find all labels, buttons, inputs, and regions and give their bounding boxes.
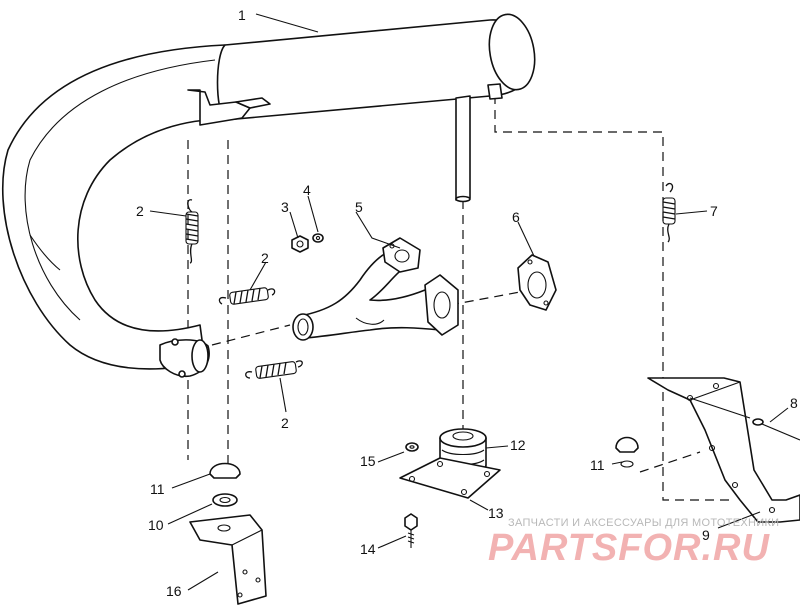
bracket-left bbox=[189, 514, 267, 605]
cable bbox=[689, 397, 800, 441]
callout-9: 9 bbox=[702, 527, 710, 543]
bracket-right bbox=[647, 377, 800, 523]
callout-labels: 1 2 2 2 3 4 5 6 7 8 9 10 11 11 12 13 14 … bbox=[136, 7, 798, 599]
washer-left bbox=[212, 493, 238, 507]
callout-10: 10 bbox=[148, 517, 164, 533]
spring-middle bbox=[218, 287, 276, 305]
watermark-caption: ЗАПЧАСТИ И АКСЕССУАРЫ ДЛЯ МОТОТЕХНИКИ bbox=[508, 517, 779, 529]
callout-11-left: 11 bbox=[150, 481, 165, 497]
callout-2-upper-left: 2 bbox=[136, 203, 144, 219]
callout-4: 4 bbox=[303, 182, 311, 198]
callout-14: 14 bbox=[360, 541, 376, 557]
watermark: ЗАПЧАСТИ И АКСЕССУАРЫ ДЛЯ МОТОТЕХНИКИ PA… bbox=[488, 517, 779, 569]
assembly-lines bbox=[187, 95, 735, 501]
callout-3: 3 bbox=[281, 199, 289, 215]
callout-1: 1 bbox=[238, 7, 246, 23]
watermark-logo: PARTSFOR.RU bbox=[488, 527, 770, 569]
grommet-left bbox=[209, 462, 241, 479]
callout-11-right: 11 bbox=[590, 457, 605, 473]
callout-2-middle: 2 bbox=[261, 250, 269, 266]
callout-6: 6 bbox=[512, 209, 520, 225]
spring-left bbox=[185, 199, 199, 264]
gasket bbox=[517, 254, 557, 311]
spring-right bbox=[662, 182, 676, 243]
washer-small bbox=[312, 233, 324, 243]
callout-8: 8 bbox=[790, 395, 798, 411]
muffler-exhaust-pipe bbox=[1, 13, 536, 378]
callout-2-lower: 2 bbox=[281, 415, 289, 431]
grommet-right bbox=[615, 436, 639, 468]
y-pipe bbox=[292, 237, 459, 341]
callout-5: 5 bbox=[355, 199, 363, 215]
callout-16: 16 bbox=[166, 583, 182, 599]
mount-plate bbox=[399, 457, 501, 499]
leader-lines bbox=[149, 13, 789, 591]
callout-7: 7 bbox=[710, 203, 718, 219]
callout-13: 13 bbox=[488, 505, 504, 521]
callout-15: 15 bbox=[360, 453, 376, 469]
callout-12: 12 bbox=[510, 437, 526, 453]
mount-washer bbox=[405, 442, 419, 452]
mount-screw bbox=[404, 513, 418, 548]
nut bbox=[291, 235, 309, 253]
spring-lower bbox=[245, 360, 303, 379]
